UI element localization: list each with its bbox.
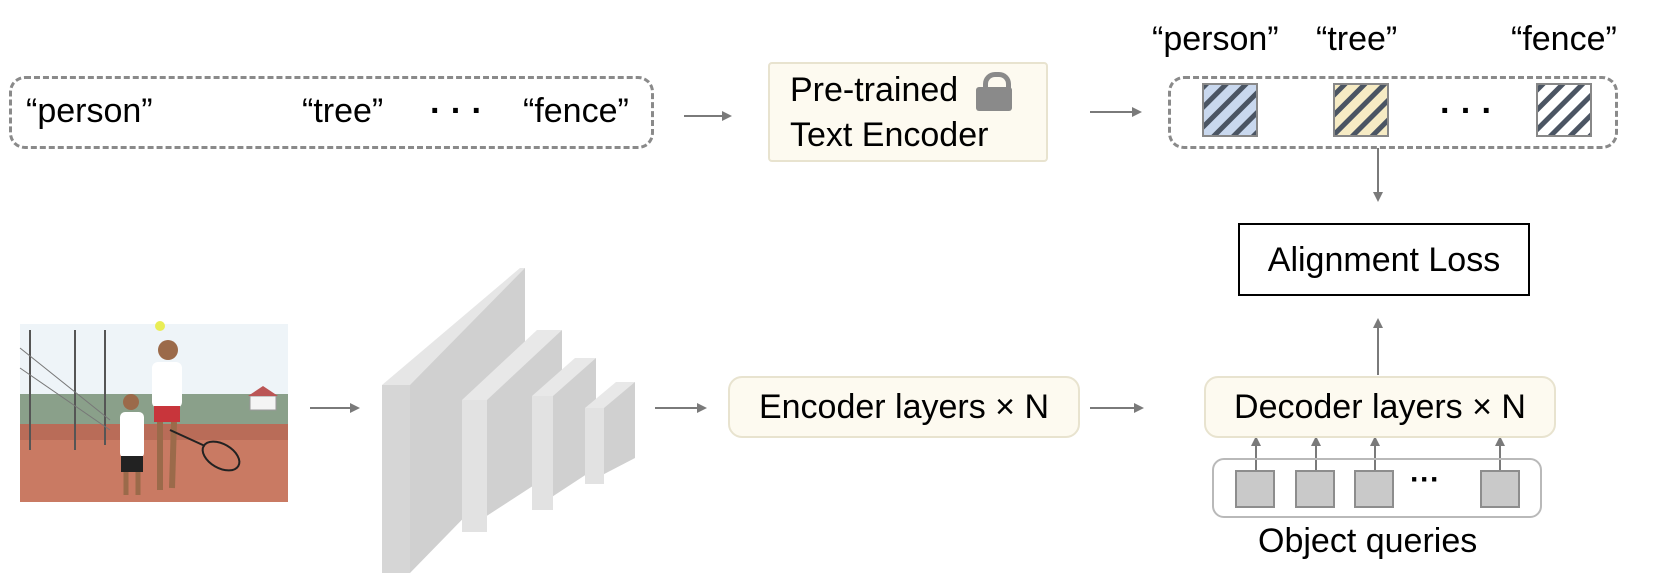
prompt-ellipsis: · · · — [430, 92, 483, 130]
query-ellipsis: ··· — [1410, 463, 1440, 496]
text-encoder-line2: Text Encoder — [790, 116, 989, 154]
object-queries-label: Object queries — [1258, 522, 1478, 560]
prompt-tree: “tree” — [302, 92, 384, 130]
query-square-4 — [1480, 470, 1520, 508]
embedding-person — [1202, 83, 1258, 137]
embedding-box — [1168, 76, 1618, 149]
lock-icon — [976, 72, 1013, 111]
decoder-layers-label: Decoder layers × N — [1234, 388, 1526, 426]
embedding-tree — [1333, 83, 1389, 137]
embedding-fence — [1536, 83, 1592, 137]
embedding-label-person: “person” — [1152, 20, 1279, 58]
decoder-layers-box: Decoder layers × N — [1204, 376, 1556, 438]
text-encoder-box: Pre-trained Text Encoder — [768, 62, 1048, 162]
alignment-loss-box: Alignment Loss — [1238, 223, 1530, 296]
embedding-ellipsis: · · · — [1440, 92, 1493, 130]
backbone-cnn — [382, 268, 635, 573]
encoder-layers-box: Encoder layers × N — [728, 376, 1080, 438]
text-prompt-box — [9, 76, 654, 149]
prompt-fence: “fence” — [523, 92, 629, 130]
object-queries-box — [1212, 458, 1542, 518]
embedding-label-tree: “tree” — [1316, 20, 1398, 58]
tennis-photo — [19, 321, 288, 502]
prompt-person: “person” — [26, 92, 153, 130]
query-square-1 — [1235, 470, 1275, 508]
embedding-label-fence: “fence” — [1511, 20, 1617, 58]
query-square-2 — [1295, 470, 1335, 508]
query-square-3 — [1354, 470, 1394, 508]
text-encoder-line1: Pre-trained — [790, 71, 959, 109]
alignment-loss-label: Alignment Loss — [1267, 240, 1501, 279]
encoder-layers-label: Encoder layers × N — [758, 388, 1050, 426]
